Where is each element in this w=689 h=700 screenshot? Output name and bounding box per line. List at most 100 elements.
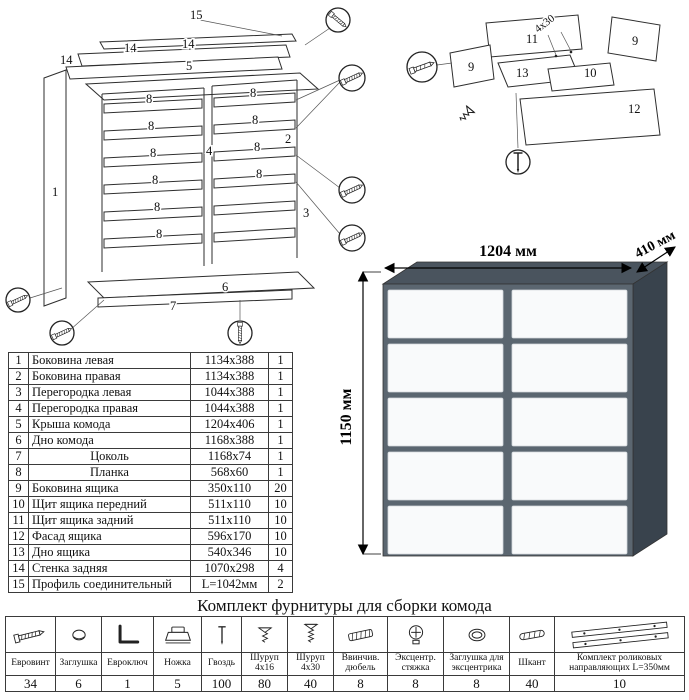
cabinet-exploded-diagram: 15 14 14 14 5 1 4 2 3 8 8 8 8 8 8 8 8 8 … — [5, 7, 366, 346]
part-qty: 10 — [268, 544, 293, 561]
part-size: 1134x388 — [190, 368, 269, 385]
hardware-name: Евроключ — [101, 652, 154, 676]
hardware-name: Ввинчив. дюбель — [333, 652, 388, 676]
part-qty: 2 — [268, 576, 293, 593]
table-row: 5 Крыша комода 1204x406 1 — [8, 416, 293, 433]
hardware-icon-cell — [101, 616, 154, 653]
part-qty: 1 — [268, 416, 293, 433]
part-label: 3 — [303, 206, 309, 220]
part-label: 10 — [584, 66, 597, 80]
part-qty: 1 — [268, 368, 293, 385]
hardware-icon-cell — [333, 616, 388, 653]
part-label: 13 — [516, 66, 529, 80]
part-number: 3 — [8, 384, 29, 401]
leader-lines — [436, 31, 572, 149]
part-qty: 1 — [268, 352, 293, 369]
part-number: 1 — [8, 352, 29, 369]
assembled-dresser-illustration: 1204 мм 410 мм 1150 мм — [337, 232, 680, 557]
part-label: 8 — [156, 227, 162, 241]
part-number: 4 — [8, 400, 29, 417]
plug-icon — [71, 629, 86, 640]
table-row: 6 Дно комода 1168x388 1 — [8, 432, 293, 449]
hardware-qty: 100 — [201, 675, 242, 692]
hardware-icon-cell — [201, 616, 242, 653]
part-qty: 1 — [268, 384, 293, 401]
height-dimension-label: 1150 мм — [338, 388, 355, 445]
cam-cap-icon — [468, 628, 485, 641]
depth-dimension-label: 410 мм — [633, 232, 679, 262]
cam-lock-icon — [408, 624, 423, 644]
part-name: Боковина ящика — [28, 480, 191, 497]
part-label: 8 — [150, 146, 156, 160]
hexkey-icon — [118, 624, 139, 644]
drawer-front — [511, 289, 628, 339]
hardware-icon-cell — [287, 616, 334, 653]
part-label: 9 — [632, 34, 638, 48]
part-qty: 1 — [268, 448, 293, 465]
part-label: 9 — [468, 60, 474, 74]
table-row: 2 Боковина правая 1134x388 1 — [8, 368, 293, 385]
drawer-front — [387, 289, 504, 339]
part-qty: 4 — [268, 560, 293, 577]
screw-4x30-icon — [302, 623, 319, 643]
hardware-name: Шуруп 4x16 — [241, 652, 288, 676]
part-qty: 1 — [268, 464, 293, 481]
leader-lines — [29, 19, 341, 331]
hardware-icon-cell — [387, 616, 444, 653]
part-qty: 1 — [268, 432, 293, 449]
part-number: 5 — [8, 416, 29, 433]
screw-point — [554, 54, 558, 58]
part-name: Щит ящика задний — [28, 512, 191, 529]
dimension-lines — [357, 246, 676, 556]
part-size: 1044x388 — [190, 384, 269, 401]
part-label: 7 — [170, 299, 176, 313]
part-name: Планка — [28, 464, 191, 481]
hardware-qty-row: 34 6 1 5 100 80 40 8 8 8 40 10 — [5, 675, 685, 692]
part-name: Боковина левая — [28, 352, 191, 369]
part-label: 4 — [206, 144, 213, 158]
table-row: 15 Профиль соединительный L=1042мм 2 — [8, 576, 293, 593]
table-row: 12 Фасад ящика 596x170 10 — [8, 528, 293, 545]
part-number: 7 — [8, 448, 29, 465]
part-label: 14 — [124, 41, 137, 55]
confirmat-screw-icon — [237, 322, 243, 344]
part-number: 9 — [8, 480, 29, 497]
part-labels: 15 14 14 14 5 1 4 2 3 8 8 8 8 8 8 8 8 8 … — [51, 7, 311, 315]
hardware-icon-cell — [443, 616, 510, 653]
part-name: Дно ящика — [28, 544, 191, 561]
table-row: 10 Щит ящика передний 511x110 10 — [8, 496, 293, 513]
part-label: 15 — [190, 8, 203, 22]
part-number: 6 — [8, 432, 29, 449]
part-label: 1 — [52, 185, 58, 199]
part-label: 8 — [256, 167, 262, 181]
part-number: 10 — [8, 496, 29, 513]
part-label: 2 — [285, 132, 291, 146]
part-name: Боковина правая — [28, 368, 191, 385]
part-number: 2 — [8, 368, 29, 385]
cabinet-panels — [43, 33, 320, 308]
screw-4x16-icon — [256, 626, 273, 643]
hardware-qty: 6 — [55, 675, 102, 692]
part-label: 8 — [250, 86, 256, 100]
table-row: 11 Щит ящика задний 511x110 10 — [8, 512, 293, 529]
drawer-front — [387, 505, 504, 555]
drawer-front — [387, 451, 504, 501]
hardware-icon-cell — [241, 616, 288, 653]
hardware-icon-cell — [153, 616, 202, 653]
hardware-name: Заглушка для эксцентрика — [443, 652, 510, 676]
table-row: 14 Стенка задняя 1070x298 4 — [8, 560, 293, 577]
dowel-icon — [519, 629, 545, 640]
part-qty: 10 — [268, 496, 293, 513]
euroscrew-icon — [12, 629, 45, 643]
part-number: 8 — [8, 464, 29, 481]
drawer-front — [511, 505, 628, 555]
drawer-front — [511, 397, 628, 447]
part-label: 5 — [186, 59, 192, 73]
hardware-qty: 8 — [387, 675, 444, 692]
part-qty: 10 — [268, 528, 293, 545]
table-row: 3 Перегородка левая 1044x388 1 — [8, 384, 293, 401]
part-label: 8 — [146, 92, 152, 106]
leg-icon — [164, 626, 191, 643]
hardware-name: Гвоздь — [201, 652, 242, 676]
part-size: 511x110 — [190, 512, 269, 529]
